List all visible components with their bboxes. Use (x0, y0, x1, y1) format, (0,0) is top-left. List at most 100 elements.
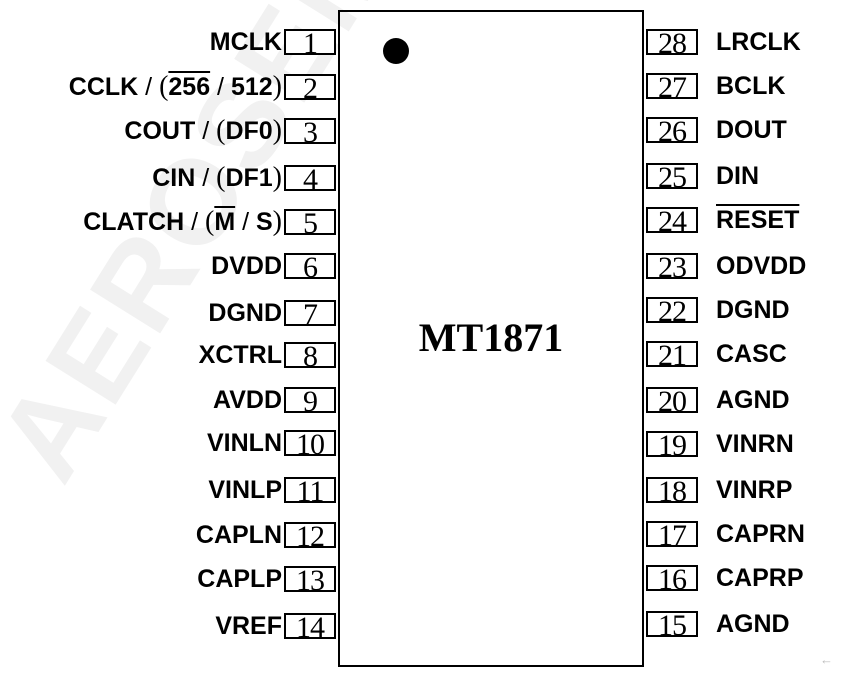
pin-number-3: 3 (284, 118, 336, 148)
pin-label-8: XCTRL (199, 340, 282, 370)
pin-label-part: BCLK (716, 72, 786, 100)
pin-label-5: CLATCH / (M / S) (83, 207, 282, 237)
pin-label-11: VINLP (208, 475, 282, 505)
pin-label-part: DIN (716, 162, 760, 190)
pin-number-2: 2 (284, 74, 336, 104)
pin-number-15: 15 (646, 611, 698, 641)
pin-number-18: 18 (646, 477, 698, 507)
pin-label-15: AGND (716, 609, 790, 639)
pin1-indicator-dot (383, 38, 409, 64)
pin-label-part: / (145, 73, 153, 101)
pin-label-part: ) (272, 162, 282, 193)
pin-label-part: ( (159, 71, 169, 102)
pin-label-part: VINRN (716, 430, 794, 458)
pin-label-part: VINRP (716, 476, 793, 504)
pin-label-17: CAPRN (716, 519, 805, 549)
pin-label-4: CIN / (DF1) (152, 163, 282, 193)
pin-label-6: DVDD (211, 251, 282, 281)
pin-label-20: AGND (716, 385, 790, 415)
chip-body (338, 10, 644, 667)
pin-label-part: DGND (716, 296, 790, 324)
pin-label-27: BCLK (716, 71, 785, 101)
pin-label-23: ODVDD (716, 251, 806, 281)
pin-number-26: 26 (646, 117, 698, 147)
pin-label-part: VREF (215, 612, 282, 640)
pin-number-4: 4 (284, 165, 336, 195)
pin-label-13: CAPLP (197, 564, 282, 594)
pin-number-19: 19 (646, 431, 698, 461)
pin-label-part: / (191, 208, 199, 236)
pin-number-17: 17 (646, 521, 698, 551)
pin-label-part: CCLK (68, 73, 146, 101)
pin-label-12: CAPLN (196, 520, 282, 550)
pin-label-9: AVDD (213, 385, 282, 415)
pin-label-part: VINLN (207, 429, 282, 457)
pin-label-part: CAPRP (716, 564, 804, 592)
pin-label-10: VINLN (207, 428, 282, 458)
chip-name: MT1871 (418, 315, 564, 360)
pin-number-21: 21 (646, 341, 698, 371)
pin-label-part: CLATCH (83, 208, 192, 236)
pin-label-1: MCLK (210, 27, 282, 57)
pin-label-part: / (210, 73, 231, 101)
pin-label-part: ) (272, 206, 282, 237)
pin-label-part: / (202, 164, 210, 192)
pin-label-part (198, 208, 205, 236)
pin-number-1: 1 (284, 29, 336, 59)
pin-number-20: 20 (646, 387, 698, 417)
pin-label-part: CAPLN (195, 521, 282, 549)
pin-label-14: VREF (215, 611, 282, 641)
pin-label-part: DOUT (716, 116, 787, 144)
pin-label-part: XCTRL (198, 341, 282, 369)
pin-label-part: / (202, 117, 210, 145)
pin-label-part: AGND (716, 386, 790, 414)
pin-label-18: VINRP (716, 475, 792, 505)
pin-label-3: COUT / (DF0) (124, 116, 282, 146)
pin-label-part: DGND (208, 299, 282, 327)
pin-label-part: AVDD (213, 386, 282, 414)
pin-label-19: VINRN (716, 429, 794, 459)
pin-number-12: 12 (284, 522, 336, 552)
pin-label-part: ( (216, 162, 226, 193)
pin-number-5: 5 (284, 209, 336, 239)
pin-label-28: LRCLK (716, 27, 801, 57)
pin-number-22: 22 (646, 297, 698, 327)
pin-label-part: / (235, 208, 256, 236)
back-arrow-icon[interactable]: ← (820, 652, 833, 667)
pin-label-26: DOUT (716, 115, 787, 145)
pin-label-part: LRCLK (716, 28, 801, 56)
pin-label-part: CAPLP (197, 565, 282, 593)
pin-label-part-active-low: 256 (168, 73, 211, 101)
pin-label-16: CAPRP (716, 563, 804, 593)
pin-label-part: MCLK (209, 28, 282, 56)
pin-label-25: DIN (716, 161, 759, 191)
pin-label-24: RESET (716, 205, 799, 235)
pin-label-part: ODVDD (716, 252, 807, 280)
pin-number-28: 28 (646, 29, 698, 59)
pin-label-part: ) (272, 71, 282, 102)
pin-label-part: COUT (124, 117, 203, 145)
pin-number-25: 25 (646, 163, 698, 193)
pin-number-14: 14 (284, 613, 336, 643)
pin-label-part: DF1 (225, 164, 273, 192)
pin-label-part: CAPRN (716, 520, 805, 548)
pin-label-part: S (255, 208, 273, 236)
pin-label-part: DF0 (225, 117, 273, 145)
pin-label-part: 512 (230, 73, 273, 101)
pin-number-6: 6 (284, 253, 336, 283)
pin-label-part: VINLP (208, 476, 282, 504)
pin-number-16: 16 (646, 565, 698, 595)
pin-label-22: DGND (716, 295, 790, 325)
pin-number-13: 13 (284, 566, 336, 596)
pin-number-27: 27 (646, 73, 698, 103)
pin-number-23: 23 (646, 253, 698, 283)
pin-label-part-active-low: RESET (716, 206, 800, 234)
pin-label-part-active-low: M (214, 208, 236, 236)
pin-number-10: 10 (284, 430, 336, 460)
pin-label-7: DGND (208, 298, 282, 328)
pin-number-8: 8 (284, 342, 336, 372)
pin-label-part: ( (204, 206, 215, 237)
pin-label-21: CASC (716, 339, 787, 369)
pin-label-2: CCLK / (256 / 512) (69, 72, 282, 102)
pin-number-24: 24 (646, 207, 698, 237)
